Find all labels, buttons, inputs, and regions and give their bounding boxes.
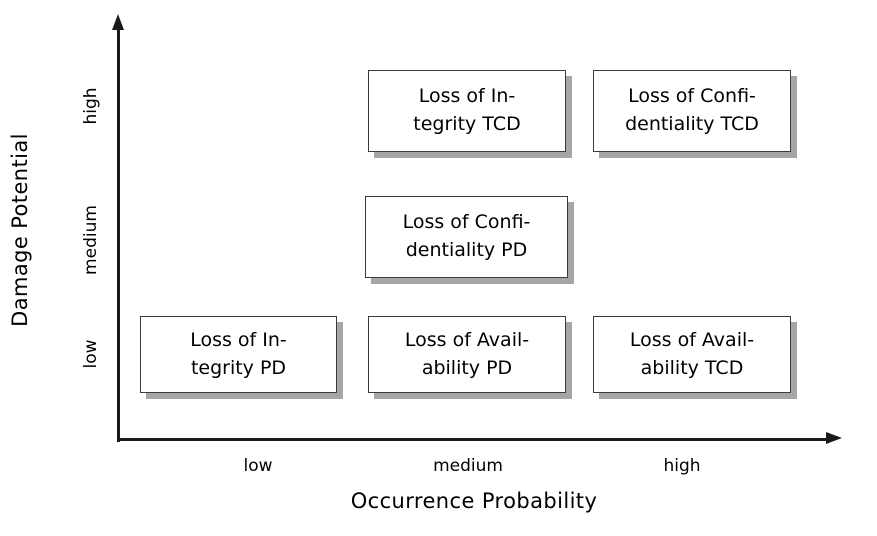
- y-axis-title: Damage Potential: [8, 133, 32, 327]
- y-axis-tick-medium: medium: [81, 205, 101, 275]
- x-axis-tick-low: low: [243, 456, 273, 476]
- risk-box-loss-of-confidentiality-pd[interactable]: Loss of Confi- dentiality PD: [365, 196, 568, 278]
- risk-box-line-2: ability TCD: [640, 356, 744, 379]
- risk-box-line-1: Loss of In-: [418, 85, 516, 108]
- risk-box-line-2: dentiality TCD: [625, 113, 759, 135]
- risk-box-loss-of-integrity-tcd[interactable]: Loss of In- tegrity TCD: [368, 70, 566, 152]
- risk-box-line-2: tegrity TCD: [413, 113, 521, 135]
- risk-box-loss-of-confidentiality-tcd[interactable]: Loss of Confi- dentiality TCD: [593, 70, 791, 152]
- y-axis-tick-high: high: [81, 87, 101, 125]
- x-axis-tick-medium: medium: [433, 456, 503, 476]
- y-axis-tick-low: low: [81, 339, 101, 369]
- x-axis-arrowhead-icon: [826, 431, 842, 444]
- risk-box-line-1: Loss of Confi-: [628, 85, 756, 108]
- risk-box-line-2: ability PD: [421, 356, 513, 379]
- y-axis-arrowhead-icon: [112, 14, 124, 30]
- risk-box-line-1: Loss of Confi-: [402, 211, 531, 234]
- x-axis-tick-high: high: [663, 456, 701, 476]
- risk-box-loss-of-integrity-pd[interactable]: Loss of In- tegrity PD: [140, 316, 337, 393]
- risk-box-line-2: dentiality PD: [405, 239, 528, 261]
- risk-box-line-2: tegrity PD: [190, 356, 287, 379]
- risk-box-line-1: Loss of Avail-: [404, 328, 530, 351]
- risk-box-line-1: Loss of In-: [190, 328, 287, 351]
- x-axis-title: Occurrence Probability: [350, 489, 598, 513]
- x-axis-line: [117, 438, 829, 441]
- risk-box-loss-of-availability-pd[interactable]: Loss of Avail- ability PD: [368, 316, 566, 393]
- y-axis-line: [117, 26, 120, 442]
- risk-box-line-1: Loss of Avail-: [629, 328, 755, 351]
- risk-box-loss-of-availability-tcd[interactable]: Loss of Avail- ability TCD: [593, 316, 791, 393]
